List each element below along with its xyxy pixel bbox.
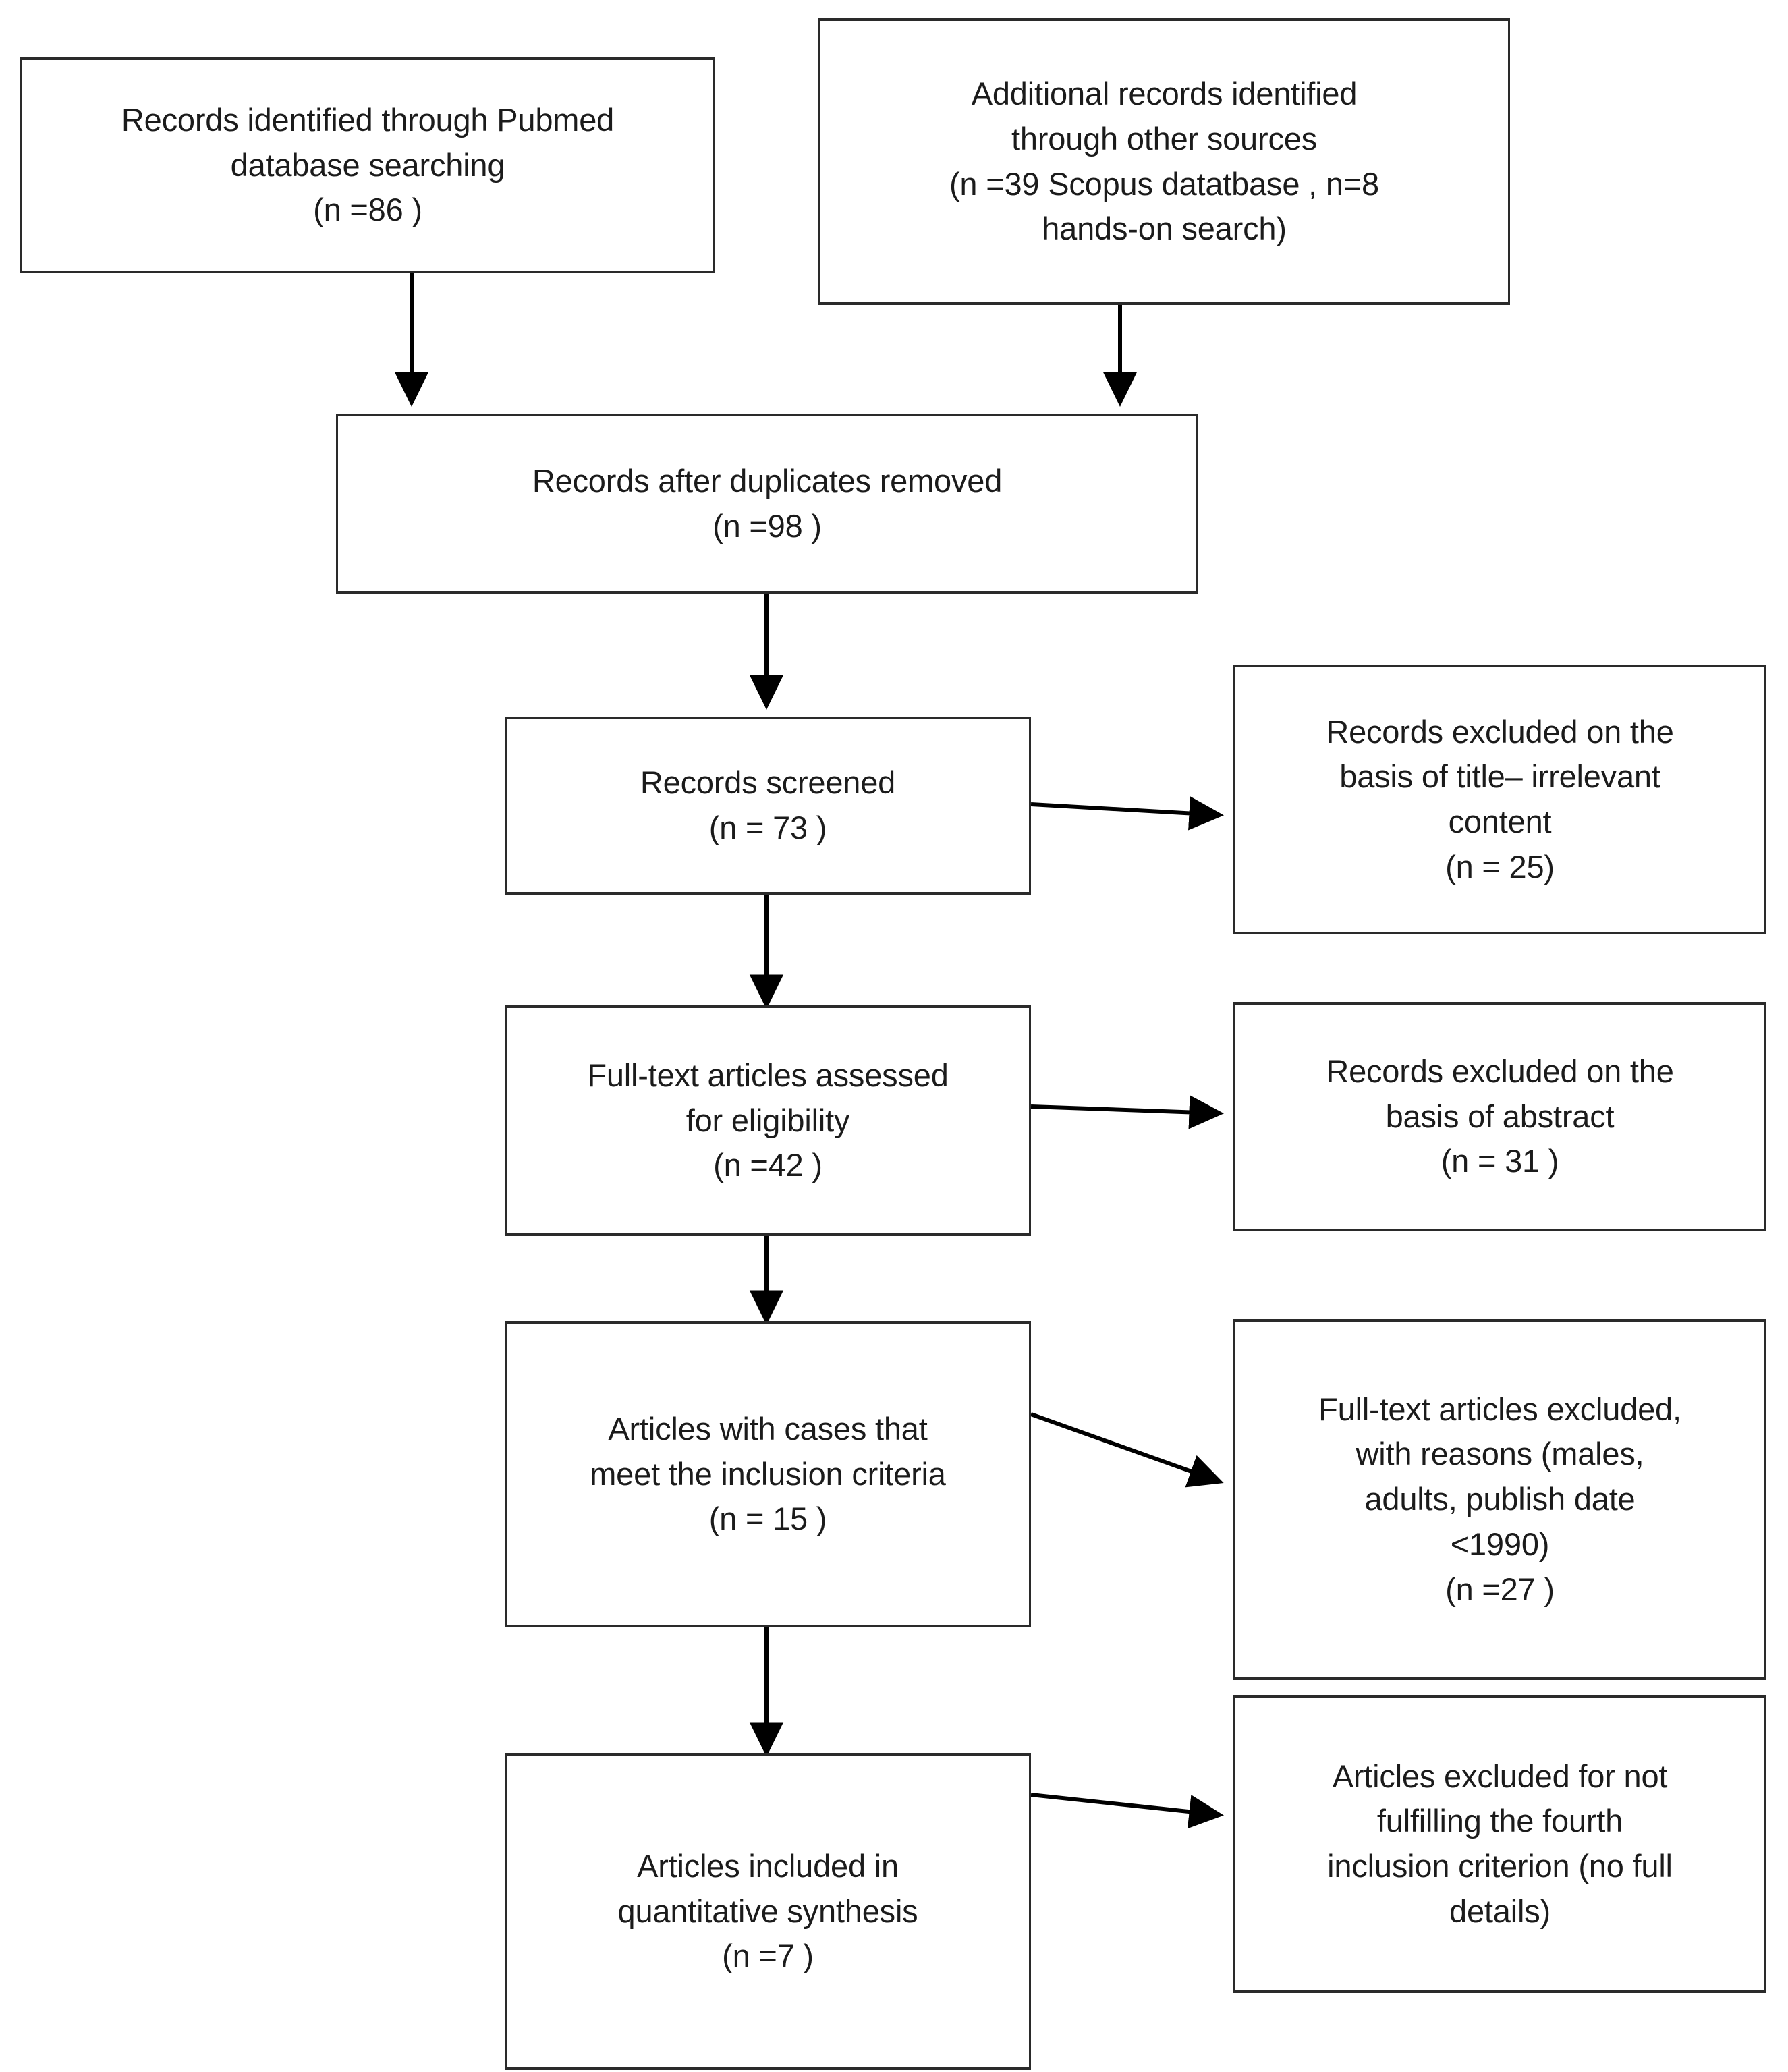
connector-criteria-to-excluded-reasons [1030, 1412, 1224, 1488]
box-records-screened[interactable]: Records screened (n = 73 ) [505, 717, 1031, 895]
box-duplicates-removed[interactable]: Records after duplicates removed (n =98 … [336, 414, 1198, 594]
box-pubmed-records-text: Records identified through Pubmed databa… [121, 101, 615, 228]
connector-screened-to-excluded-title [1030, 796, 1224, 831]
box-excluded-fulltext-reasons-text: Full-text articles excluded, with reason… [1318, 1391, 1681, 1607]
box-excluded-abstract[interactable]: Records excluded on the basis of abstrac… [1233, 1002, 1766, 1231]
box-duplicates-removed-text: Records after duplicates removed (n =98 … [532, 462, 1003, 544]
box-articles-inclusion-criteria-text: Articles with cases that meet the inclus… [590, 1410, 946, 1537]
connector-included-to-excluded-fourth [1030, 1793, 1224, 1829]
box-excluded-fulltext-reasons[interactable]: Full-text articles excluded, with reason… [1233, 1319, 1766, 1680]
box-records-screened-text: Records screened (n = 73 ) [640, 764, 896, 845]
box-fulltext-assessed[interactable]: Full-text articles assessed for eligibil… [505, 1005, 1031, 1236]
box-fulltext-assessed-text: Full-text articles assessed for eligibil… [587, 1057, 949, 1183]
box-other-sources-records[interactable]: Additional records identified through ot… [818, 18, 1510, 305]
box-excluded-title[interactable]: Records excluded on the basis of title– … [1233, 665, 1766, 934]
box-excluded-title-text: Records excluded on the basis of title– … [1326, 713, 1674, 885]
box-articles-included-text: Articles included in quantitative synthe… [617, 1847, 918, 1974]
box-excluded-fourth-criterion[interactable]: Articles excluded for not fulfilling the… [1233, 1695, 1766, 1993]
box-pubmed-records[interactable]: Records identified through Pubmed databa… [20, 57, 715, 273]
connector-fulltext-to-excluded-abstract [1030, 1095, 1224, 1129]
box-excluded-abstract-text: Records excluded on the basis of abstrac… [1326, 1053, 1674, 1179]
box-other-sources-records-text: Additional records identified through ot… [949, 76, 1379, 247]
box-articles-included[interactable]: Articles included in quantitative synthe… [505, 1753, 1031, 2070]
box-excluded-fourth-criterion-text: Articles excluded for not fulfilling the… [1327, 1758, 1673, 1929]
box-articles-inclusion-criteria[interactable]: Articles with cases that meet the inclus… [505, 1321, 1031, 1627]
